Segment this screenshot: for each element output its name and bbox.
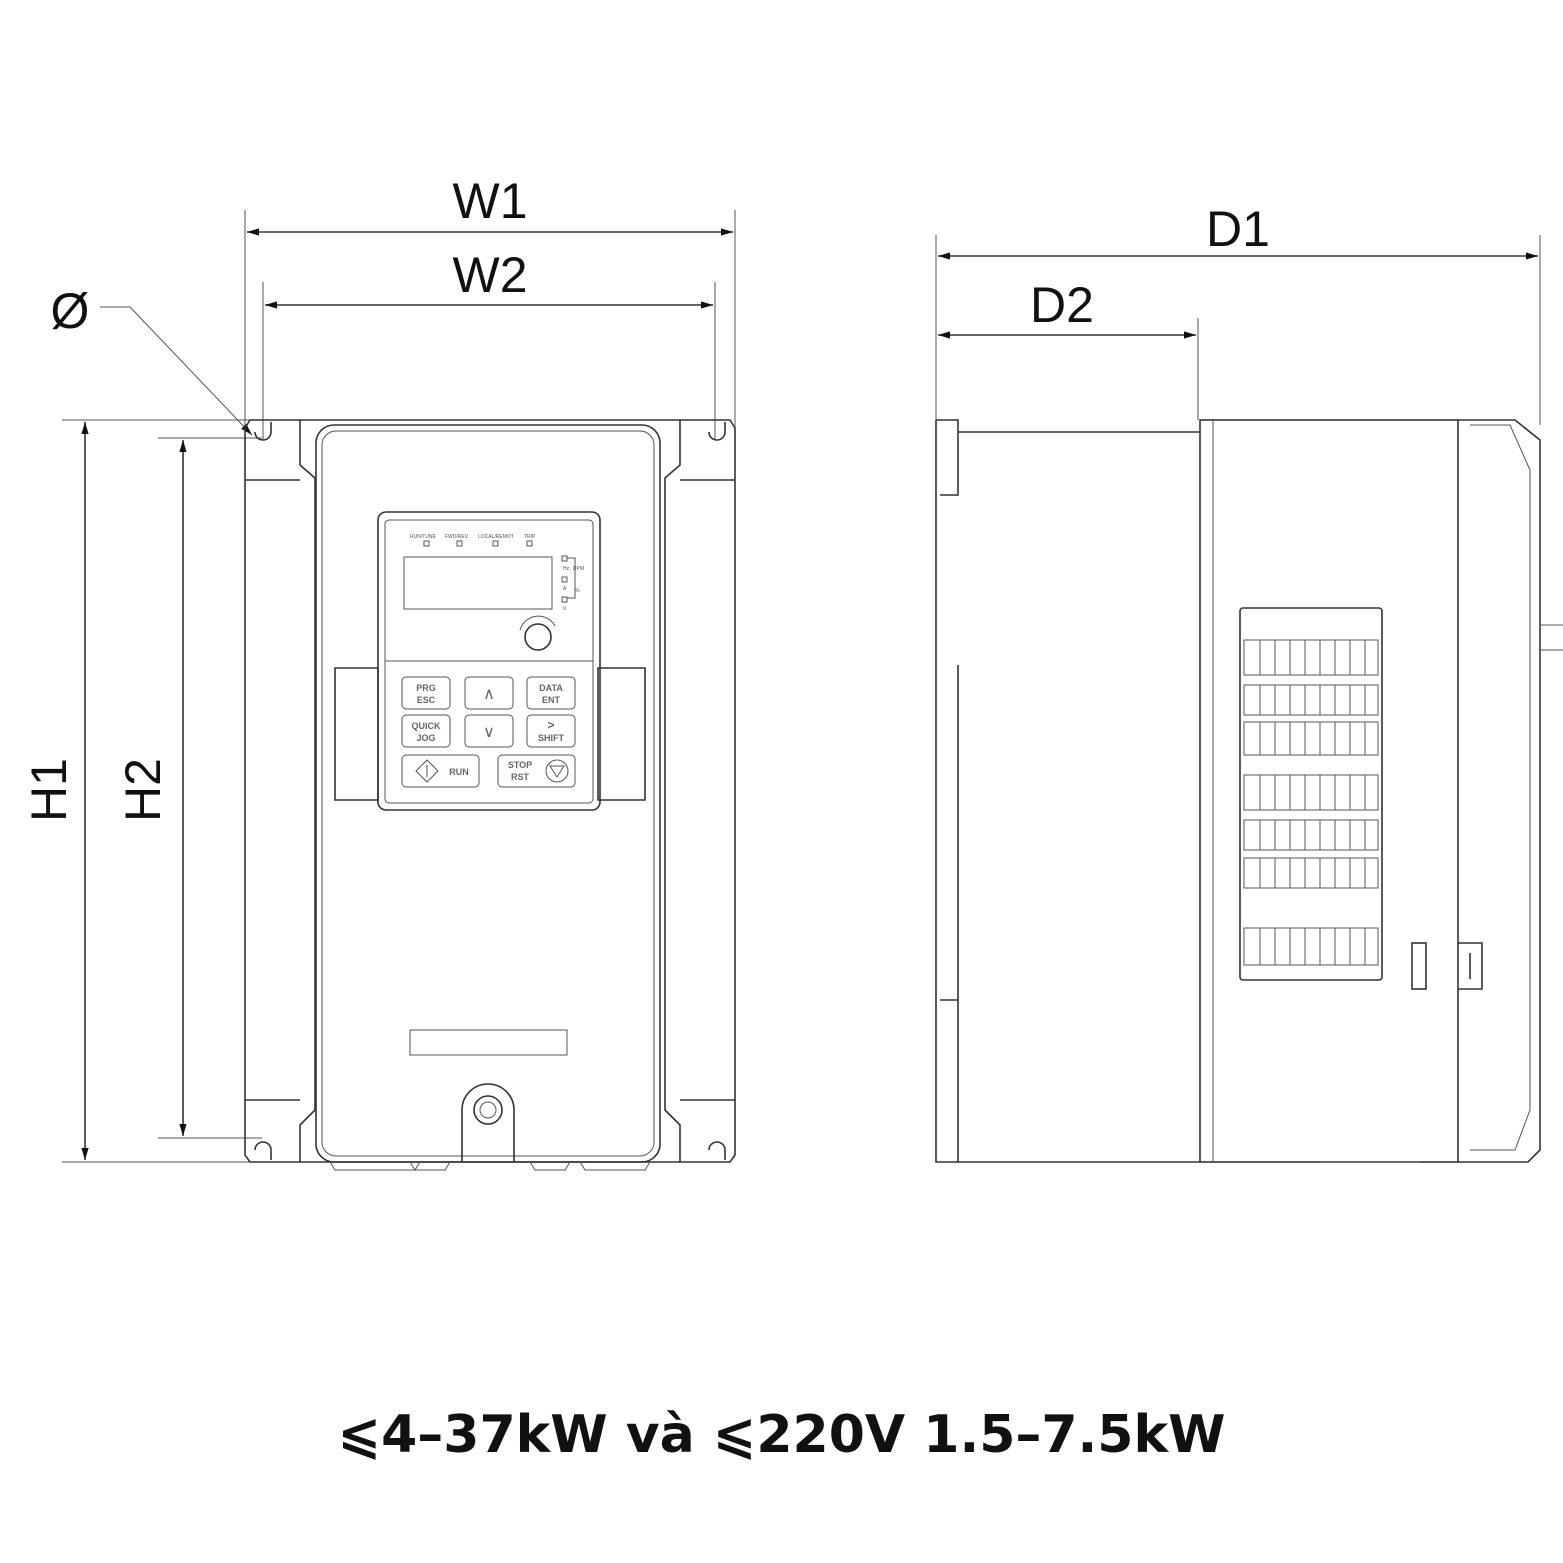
down-arrow-icon: ∨ [483,724,495,741]
indicator-local-remot: LOCAL/REMOT [478,534,514,540]
ent-label: ENT [542,695,561,705]
vent-slot [1243,774,1379,811]
run-label: RUN [449,767,469,777]
quick-jog-key[interactable]: QUICK JOG [401,714,451,748]
potentiometer-knob[interactable] [524,623,552,651]
stop-icon [545,759,569,783]
unit-percent: % [575,588,580,594]
model-range-caption: ⩽4–37kW và ⩽220V 1.5–7.5kW [337,1405,1226,1465]
vent-slot [1243,927,1379,966]
indicator-run-tune: RUN/TUNE [410,534,436,540]
run-icon [415,759,439,783]
d2-label: D2 [1030,277,1094,333]
up-arrow-icon: ∧ [483,686,495,703]
cover-screw-tab [461,1083,515,1162]
prg-esc-key[interactable]: PRG ESC [401,676,451,710]
nameplate-slot [409,1029,568,1056]
data-label: DATA [539,683,563,693]
jog-label: JOG [416,733,435,743]
unit-a: A [563,586,567,592]
hole-diameter-label: Ø [51,283,90,339]
mount-hole-bottom-right [708,1141,726,1160]
up-key[interactable]: ∧ [464,676,514,710]
vent-slot [1243,639,1379,676]
unit-indicators: Hz RPM A % V [561,555,584,612]
side-latch [1411,942,1427,990]
stop-rst-key[interactable]: STOP RST [497,754,576,788]
shift-key[interactable]: > SHIFT [526,714,576,748]
indicator-fwd-rev: FWD/REV [445,534,469,540]
h1-label: H1 [21,758,77,822]
prg-label: PRG [416,683,436,693]
side-vent-grille [1239,607,1383,981]
mount-hole-top-left [254,422,272,441]
mount-hole-top-right [708,422,726,441]
vent-slot [1243,819,1379,851]
shift-arrow-icon: > [547,718,554,732]
side-view [935,419,1563,1163]
side-housing [1199,419,1459,1163]
front-cover [315,424,661,1163]
indicator-trip: TRIP [524,534,536,540]
mount-hole-bottom-left [254,1141,272,1160]
vent-slot [1243,857,1379,889]
rst-label: RST [511,772,530,782]
d1-label: D1 [1206,201,1270,257]
unit-v: V [563,606,567,612]
quick-label: QUICK [412,721,442,731]
w1-label: W1 [453,173,528,229]
front-view [244,419,736,1171]
run-key[interactable]: RUN [401,754,480,788]
front-dimensions: W1 W2 Ø H1 H2 [21,173,736,1163]
shift-label: SHIFT [538,733,565,743]
side-dimensions: D1 D2 [935,201,1541,425]
keypad: RUN/TUNE FWD/REV LOCAL/REMOT TRIP Hz RPM… [377,511,601,811]
stop-label: STOP [508,760,532,770]
vent-slot [1243,684,1379,716]
h2-label: H2 [115,758,171,822]
indicator-labels: RUN/TUNE FWD/REV LOCAL/REMOT TRIP [410,534,536,547]
down-key[interactable]: ∨ [464,714,514,748]
lcd-display [403,556,553,610]
unit-rpm: RPM [573,566,584,572]
data-ent-key[interactable]: DATA ENT [526,676,576,710]
unit-hz: Hz [563,566,570,572]
esc-label: ESC [417,695,436,705]
cover-screw-icon [473,1095,503,1125]
vent-slot [1243,721,1379,756]
w2-label: W2 [453,247,528,303]
hole-leader-line [100,306,253,436]
